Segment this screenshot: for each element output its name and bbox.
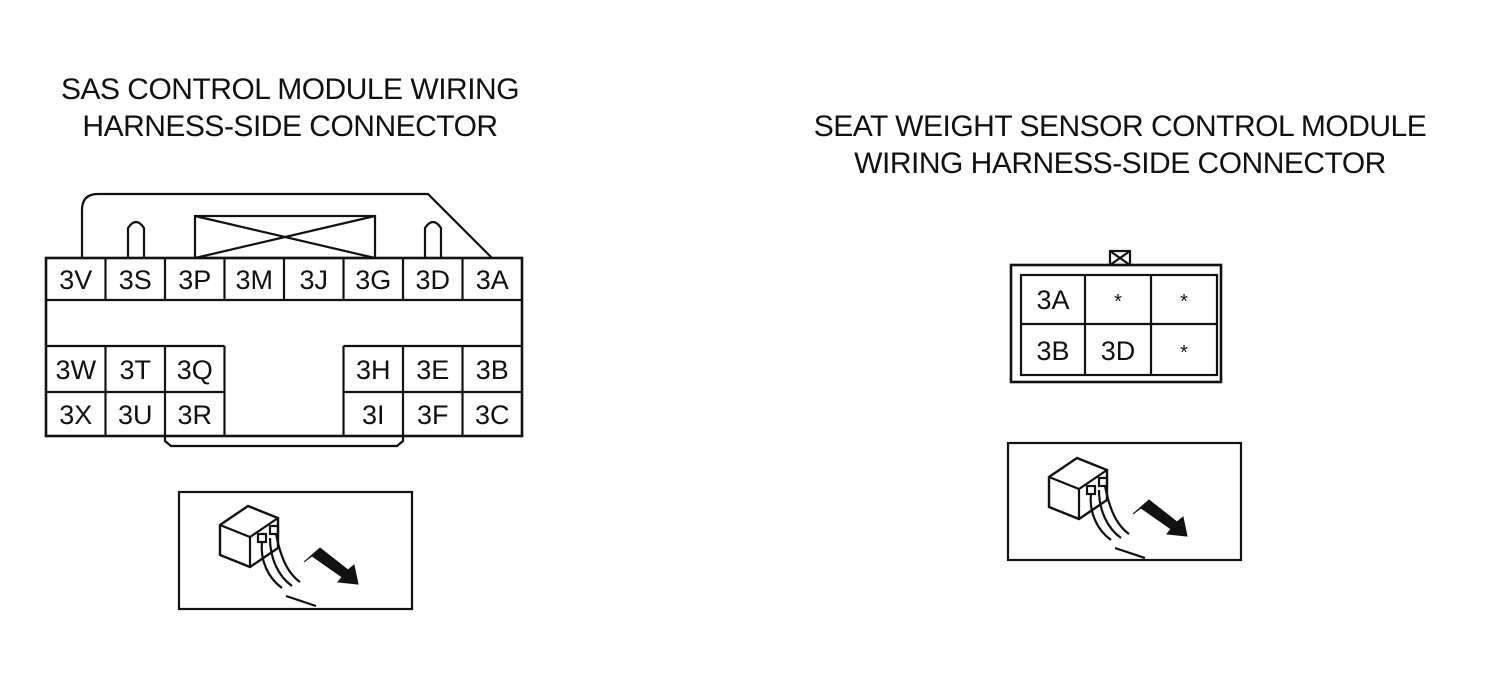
pin-label: 3D — [416, 265, 451, 295]
pin-label: * — [1180, 291, 1188, 313]
pin-label: 3I — [362, 400, 385, 430]
pin-label: 3A — [1036, 285, 1069, 315]
pin-label: 3V — [59, 265, 92, 295]
pin-label: 3U — [118, 400, 153, 430]
pin-label: 3E — [416, 355, 449, 385]
pin-label: 3W — [56, 355, 97, 385]
sas-pin-labels: 3V 3S 3P 3M 3J 3G 3D 3A 3W 3T 3Q 3X 3U 3… — [56, 265, 510, 430]
sws-connector-title: SEAT WEIGHT SENSOR CONTROL MODULE WIRING… — [760, 108, 1480, 182]
pin-label: 3D — [1101, 336, 1136, 366]
pin-label: * — [1180, 342, 1188, 364]
pin-label: 3R — [178, 400, 213, 430]
sas-connector-title: SAS CONTROL MODULE WIRING HARNESS-SIDE C… — [20, 71, 560, 145]
pin-label: 3B — [1036, 336, 1069, 366]
pin-label: 3X — [59, 400, 92, 430]
pin-label: 3P — [178, 265, 211, 295]
pin-label: 3J — [300, 265, 329, 295]
pin-label: 3Q — [177, 355, 213, 385]
sws-pin-labels: 3A * * 3B 3D * — [1036, 285, 1188, 366]
pin-label: 3H — [356, 355, 391, 385]
sas-connector — [44, 192, 524, 448]
pin-label: 3A — [476, 265, 509, 295]
pin-label: 3B — [476, 355, 509, 385]
sas-title-line2: HARNESS-SIDE CONNECTOR — [82, 110, 498, 143]
pin-label: 3T — [120, 355, 152, 385]
sas-title-line1: SAS CONTROL MODULE WIRING — [60, 73, 520, 106]
sas-view-icon — [177, 490, 414, 611]
pin-label: 3G — [355, 265, 391, 295]
pin-label: 3F — [417, 400, 449, 430]
sws-title-line2: WIRING HARNESS-SIDE CONNECTOR — [854, 147, 1386, 180]
pin-label: 3C — [475, 400, 510, 430]
pin-label: 3M — [236, 265, 274, 295]
sws-view-icon — [1006, 441, 1243, 562]
pin-label: * — [1114, 291, 1122, 313]
pin-label: 3S — [119, 265, 152, 295]
sws-title-line1: SEAT WEIGHT SENSOR CONTROL MODULE — [813, 110, 1427, 143]
sws-connector — [1009, 249, 1223, 384]
